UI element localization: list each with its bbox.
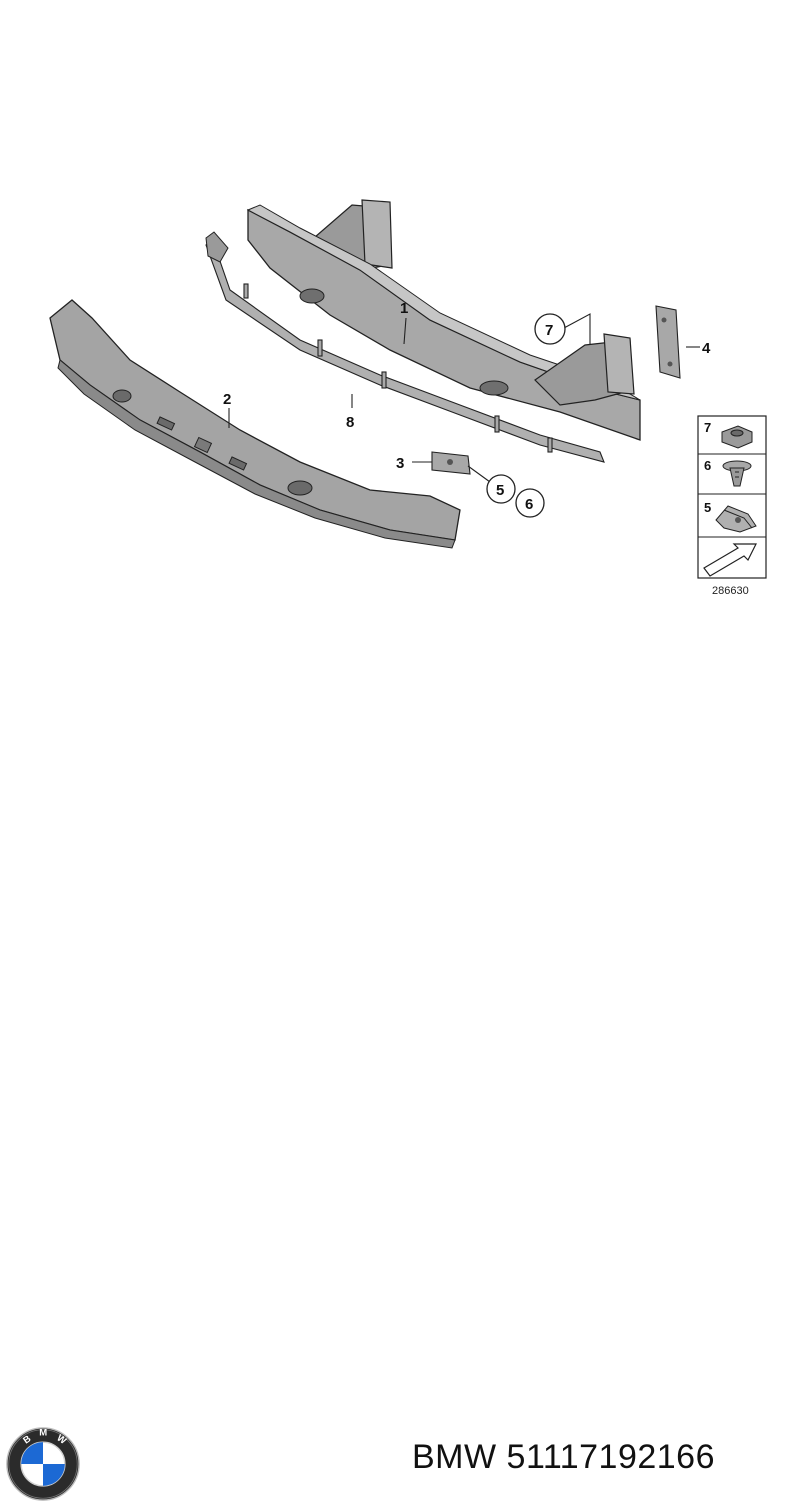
legend-label-5: 5	[704, 500, 711, 515]
mount-plate-right	[603, 333, 635, 395]
diagram-reference-number: 286630	[712, 585, 749, 597]
footer: B M W BMW 51117192166	[0, 700, 800, 1501]
callout-label: 7	[545, 322, 553, 339]
bracket-part	[431, 451, 471, 475]
fastener-legend: 7 6 5 286630	[697, 415, 767, 597]
bracket-hole	[447, 459, 453, 465]
legend-label-7: 7	[704, 420, 711, 435]
mount-plate-part	[655, 305, 681, 379]
trim-strip	[205, 236, 605, 463]
beam-hole-left	[299, 288, 325, 304]
clip-nut-icon	[715, 505, 757, 533]
callout-label: 6	[525, 496, 533, 513]
callout-label: 1	[400, 300, 408, 317]
trim-strip-tabs	[243, 283, 553, 453]
callout-8: 8	[346, 414, 354, 431]
absorber-slot-1	[156, 416, 176, 431]
absorber-slot-3	[193, 436, 213, 454]
callout-1: 1	[400, 300, 408, 317]
absorber-hole-1	[112, 389, 132, 403]
mount-plate-hole-top	[661, 317, 667, 323]
leader-lines	[228, 313, 700, 483]
svg-text:M: M	[39, 1428, 47, 1439]
legend-label-6: 6	[704, 458, 711, 473]
bumper-carrier-part	[246, 199, 641, 441]
mount-plate-hole-bottom	[667, 361, 673, 367]
direction-arrow-icon	[703, 543, 757, 577]
nut-icon	[721, 425, 753, 449]
part-caption: BMW 51117192166	[412, 1438, 715, 1476]
callout-6: 6	[515, 488, 545, 518]
energy-absorber-face	[57, 359, 456, 549]
callout-7: 7	[534, 313, 566, 345]
energy-absorber-part	[49, 299, 461, 549]
callout-5: 5	[486, 474, 516, 504]
callout-label: 8	[346, 414, 354, 431]
callout-2: 2	[223, 391, 231, 408]
trim-strip-bracket	[205, 231, 229, 263]
mount-plate-left	[361, 199, 393, 269]
callout-4: 4	[702, 340, 711, 357]
expanding-nut-icon	[722, 460, 752, 487]
callout-label: 2	[223, 391, 231, 408]
parts-diagram: 1 2 3 4 5 6 7 8 7 6	[49, 199, 767, 597]
callout-label: 5	[496, 482, 504, 499]
beam-hole-right	[479, 380, 509, 396]
bmw-logo: B M W	[6, 1427, 80, 1501]
callout-3: 3	[396, 455, 404, 472]
absorber-hole-2	[287, 480, 313, 496]
callout-label: 4	[702, 340, 711, 357]
absorber-slot-2	[228, 456, 248, 471]
callout-label: 3	[396, 455, 404, 472]
mount-plate	[655, 305, 681, 379]
trim-strip-part	[205, 231, 605, 463]
